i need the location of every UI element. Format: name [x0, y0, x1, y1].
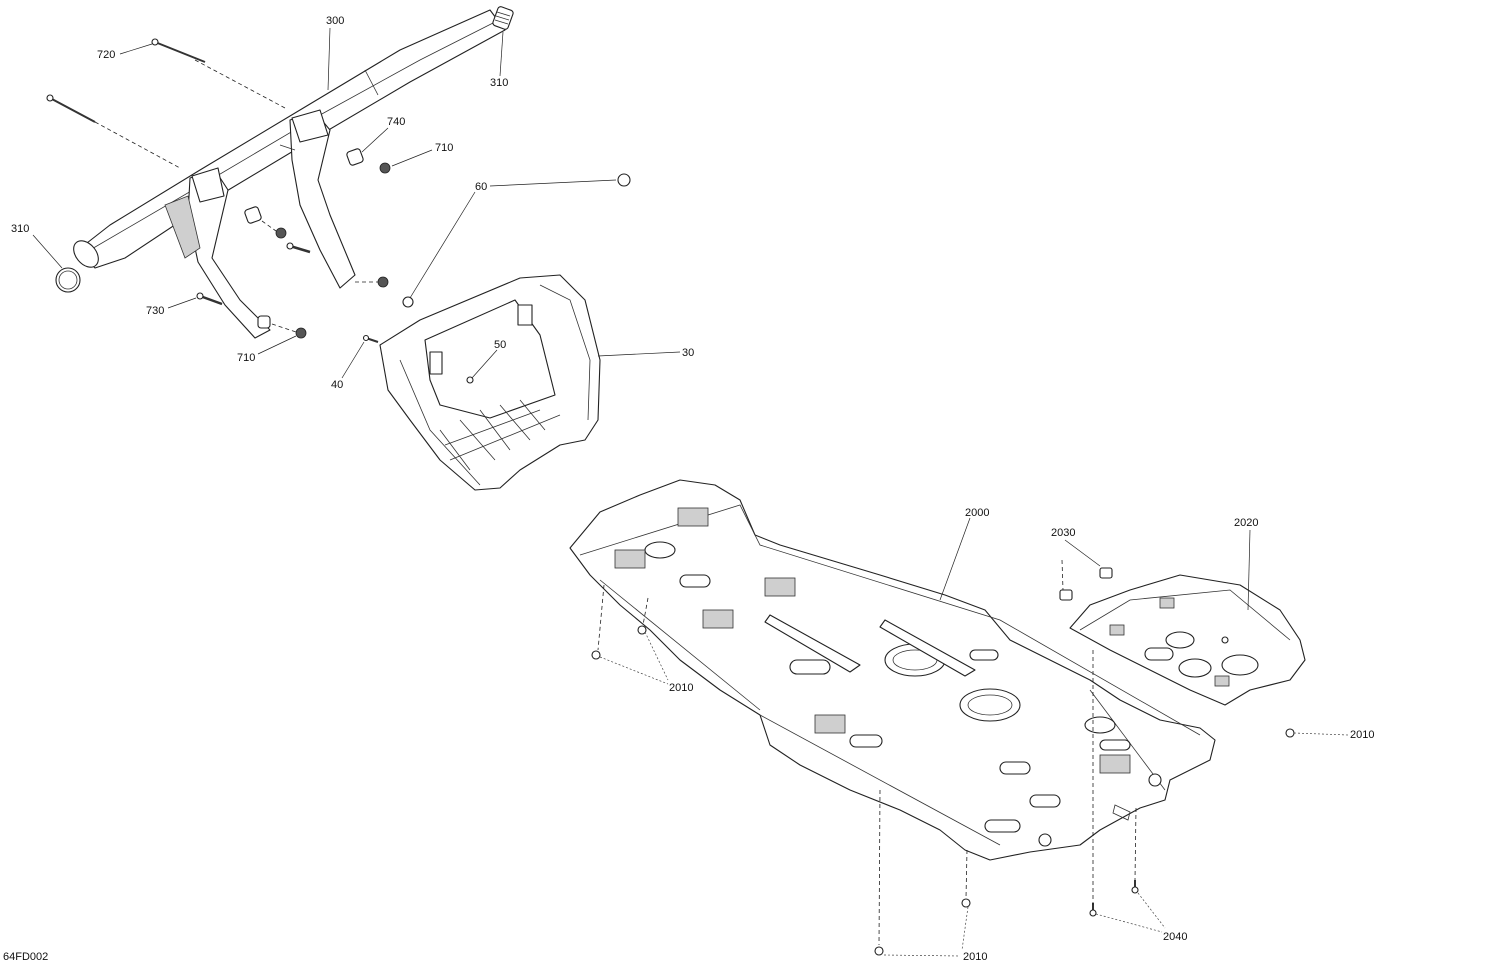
callout-50: 50 — [494, 339, 506, 351]
bolt-long — [46, 94, 96, 123]
callout-740: 740 — [387, 116, 405, 128]
callout-60: 60 — [475, 181, 487, 193]
skid-plate-2020 — [1069, 574, 1306, 706]
callout-40: 40 — [331, 379, 343, 391]
callout-710-top: 710 — [435, 142, 453, 154]
callout-300: 300 — [326, 15, 344, 27]
callout-2000: 2000 — [965, 507, 989, 519]
callout-2020: 2020 — [1234, 517, 1258, 529]
nut-710 — [275, 162, 391, 339]
skid-plate-2000 — [569, 479, 1216, 861]
callout-2010-left: 2010 — [669, 682, 693, 694]
nut-60 — [402, 173, 631, 308]
callout-310-top: 310 — [490, 77, 508, 89]
clip-2030 — [1059, 567, 1113, 601]
callout-30: 30 — [682, 347, 694, 359]
bolt-720 — [151, 38, 206, 63]
callout-720: 720 — [97, 49, 115, 61]
callout-2010-right: 2010 — [1350, 729, 1374, 741]
screw-2040 — [1089, 880, 1139, 917]
spacer-740 — [244, 148, 364, 329]
callout-2010-bottom: 2010 — [963, 951, 987, 963]
bolt-730 — [196, 292, 223, 306]
screw-40 — [362, 334, 379, 343]
front-fascia-30 — [379, 274, 601, 491]
callout-2030: 2030 — [1051, 527, 1075, 539]
callout-730: 730 — [146, 305, 164, 317]
callout-710-bottom: 710 — [237, 352, 255, 364]
bolt-small — [286, 242, 311, 254]
callout-310-left: 310 — [11, 223, 29, 235]
callout-2040: 2040 — [1163, 931, 1187, 943]
bumper-bracket-right — [279, 109, 356, 289]
rivet-2010 — [591, 625, 1295, 956]
bumper-bracket-left — [164, 167, 271, 339]
drawing-id: 64FD002 — [3, 951, 49, 963]
